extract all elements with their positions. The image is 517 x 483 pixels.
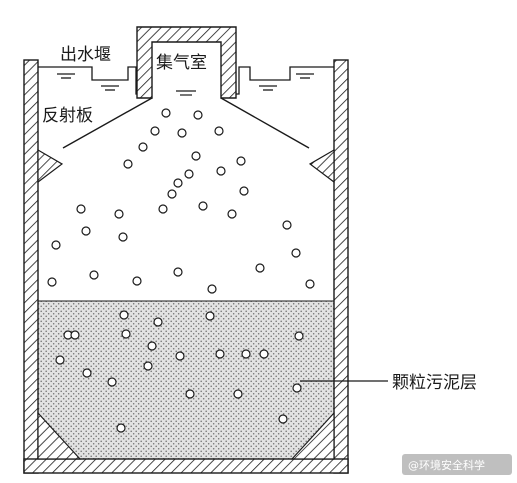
gas-bubble: [123, 159, 133, 169]
gas-bubble: [215, 349, 225, 359]
bottom-left-fillet: [37, 411, 82, 460]
gas-bubble: [55, 355, 65, 365]
gas-bubble: [119, 310, 129, 320]
gas-bubble: [214, 126, 224, 136]
gas-bubble: [216, 166, 226, 176]
gas-bubble: [175, 351, 185, 361]
gas-bubble: [147, 341, 157, 351]
gas-bubble: [161, 108, 171, 118]
label-sludge-layer: 颗粒污泥层: [392, 373, 477, 393]
label-gas-chamber: 集气室: [156, 53, 207, 73]
gas-bubble: [121, 329, 131, 339]
gas-bubble: [184, 169, 194, 179]
gas-bubble: [292, 383, 302, 393]
gas-bubble: [81, 226, 91, 236]
gas-bubble: [198, 201, 208, 211]
gas-collection-chamber: [136, 26, 237, 99]
gas-chamber-water-mark: [176, 90, 196, 96]
gas-bubble: [76, 204, 86, 214]
gas-bubble: [305, 279, 315, 289]
effluent-weir-right: [226, 66, 334, 95]
tank-bottom: [23, 458, 349, 474]
gas-bubble: [294, 331, 304, 341]
gas-bubble: [193, 110, 203, 120]
gas-bubble: [150, 126, 160, 136]
gas-bubble: [239, 186, 249, 196]
gas-bubble: [236, 156, 246, 166]
gas-bubble: [132, 276, 142, 286]
gas-bubble: [173, 267, 183, 277]
gas-chamber-label-bg: [153, 48, 219, 74]
effluent-weir-left: [38, 66, 147, 95]
gas-bubble: [233, 389, 243, 399]
gas-bubble: [116, 423, 126, 433]
gas-bubble: [82, 368, 92, 378]
tank-left-wall: [23, 59, 39, 474]
gas-bubble: [114, 209, 124, 219]
gas-bubble: [291, 248, 301, 258]
label-effluent-weir: 出水堰: [60, 45, 111, 65]
sludge-layer: [38, 301, 334, 459]
gas-bubble: [138, 142, 148, 152]
watermark-text: @环境安全科学: [408, 458, 485, 472]
gas-bubble: [185, 389, 195, 399]
gas-bubble: [107, 377, 117, 387]
bottom-right-fillet: [290, 411, 335, 460]
gas-bubble: [70, 330, 80, 340]
gas-bubble: [207, 284, 217, 294]
separator-hood: [62, 97, 310, 149]
gas-bubble: [118, 232, 128, 242]
gas-bubble: [205, 311, 215, 321]
gas-bubble: [143, 361, 153, 371]
deflector-plate-right: [308, 148, 335, 184]
gas-bubble: [282, 220, 292, 230]
gas-bubble: [47, 277, 57, 287]
gas-bubble: [167, 189, 177, 199]
gas-bubble: [153, 317, 163, 327]
gas-bubble: [89, 270, 99, 280]
gas-bubble: [227, 209, 237, 219]
gas-bubble: [191, 151, 201, 161]
label-deflector: 反射板: [42, 106, 93, 126]
gas-bubble: [158, 204, 168, 214]
gas-bubble: [259, 349, 269, 359]
gas-bubble: [255, 263, 265, 273]
gas-bubble: [177, 128, 187, 138]
watermark: @环境安全科学: [402, 454, 512, 475]
gas-bubbles: [47, 108, 315, 433]
tank-right-wall: [333, 59, 349, 474]
gas-bubble: [278, 414, 288, 424]
gas-bubble: [173, 178, 183, 188]
gas-bubble: [51, 240, 61, 250]
deflector-plate-left: [37, 148, 64, 184]
gas-bubble: [241, 349, 251, 359]
